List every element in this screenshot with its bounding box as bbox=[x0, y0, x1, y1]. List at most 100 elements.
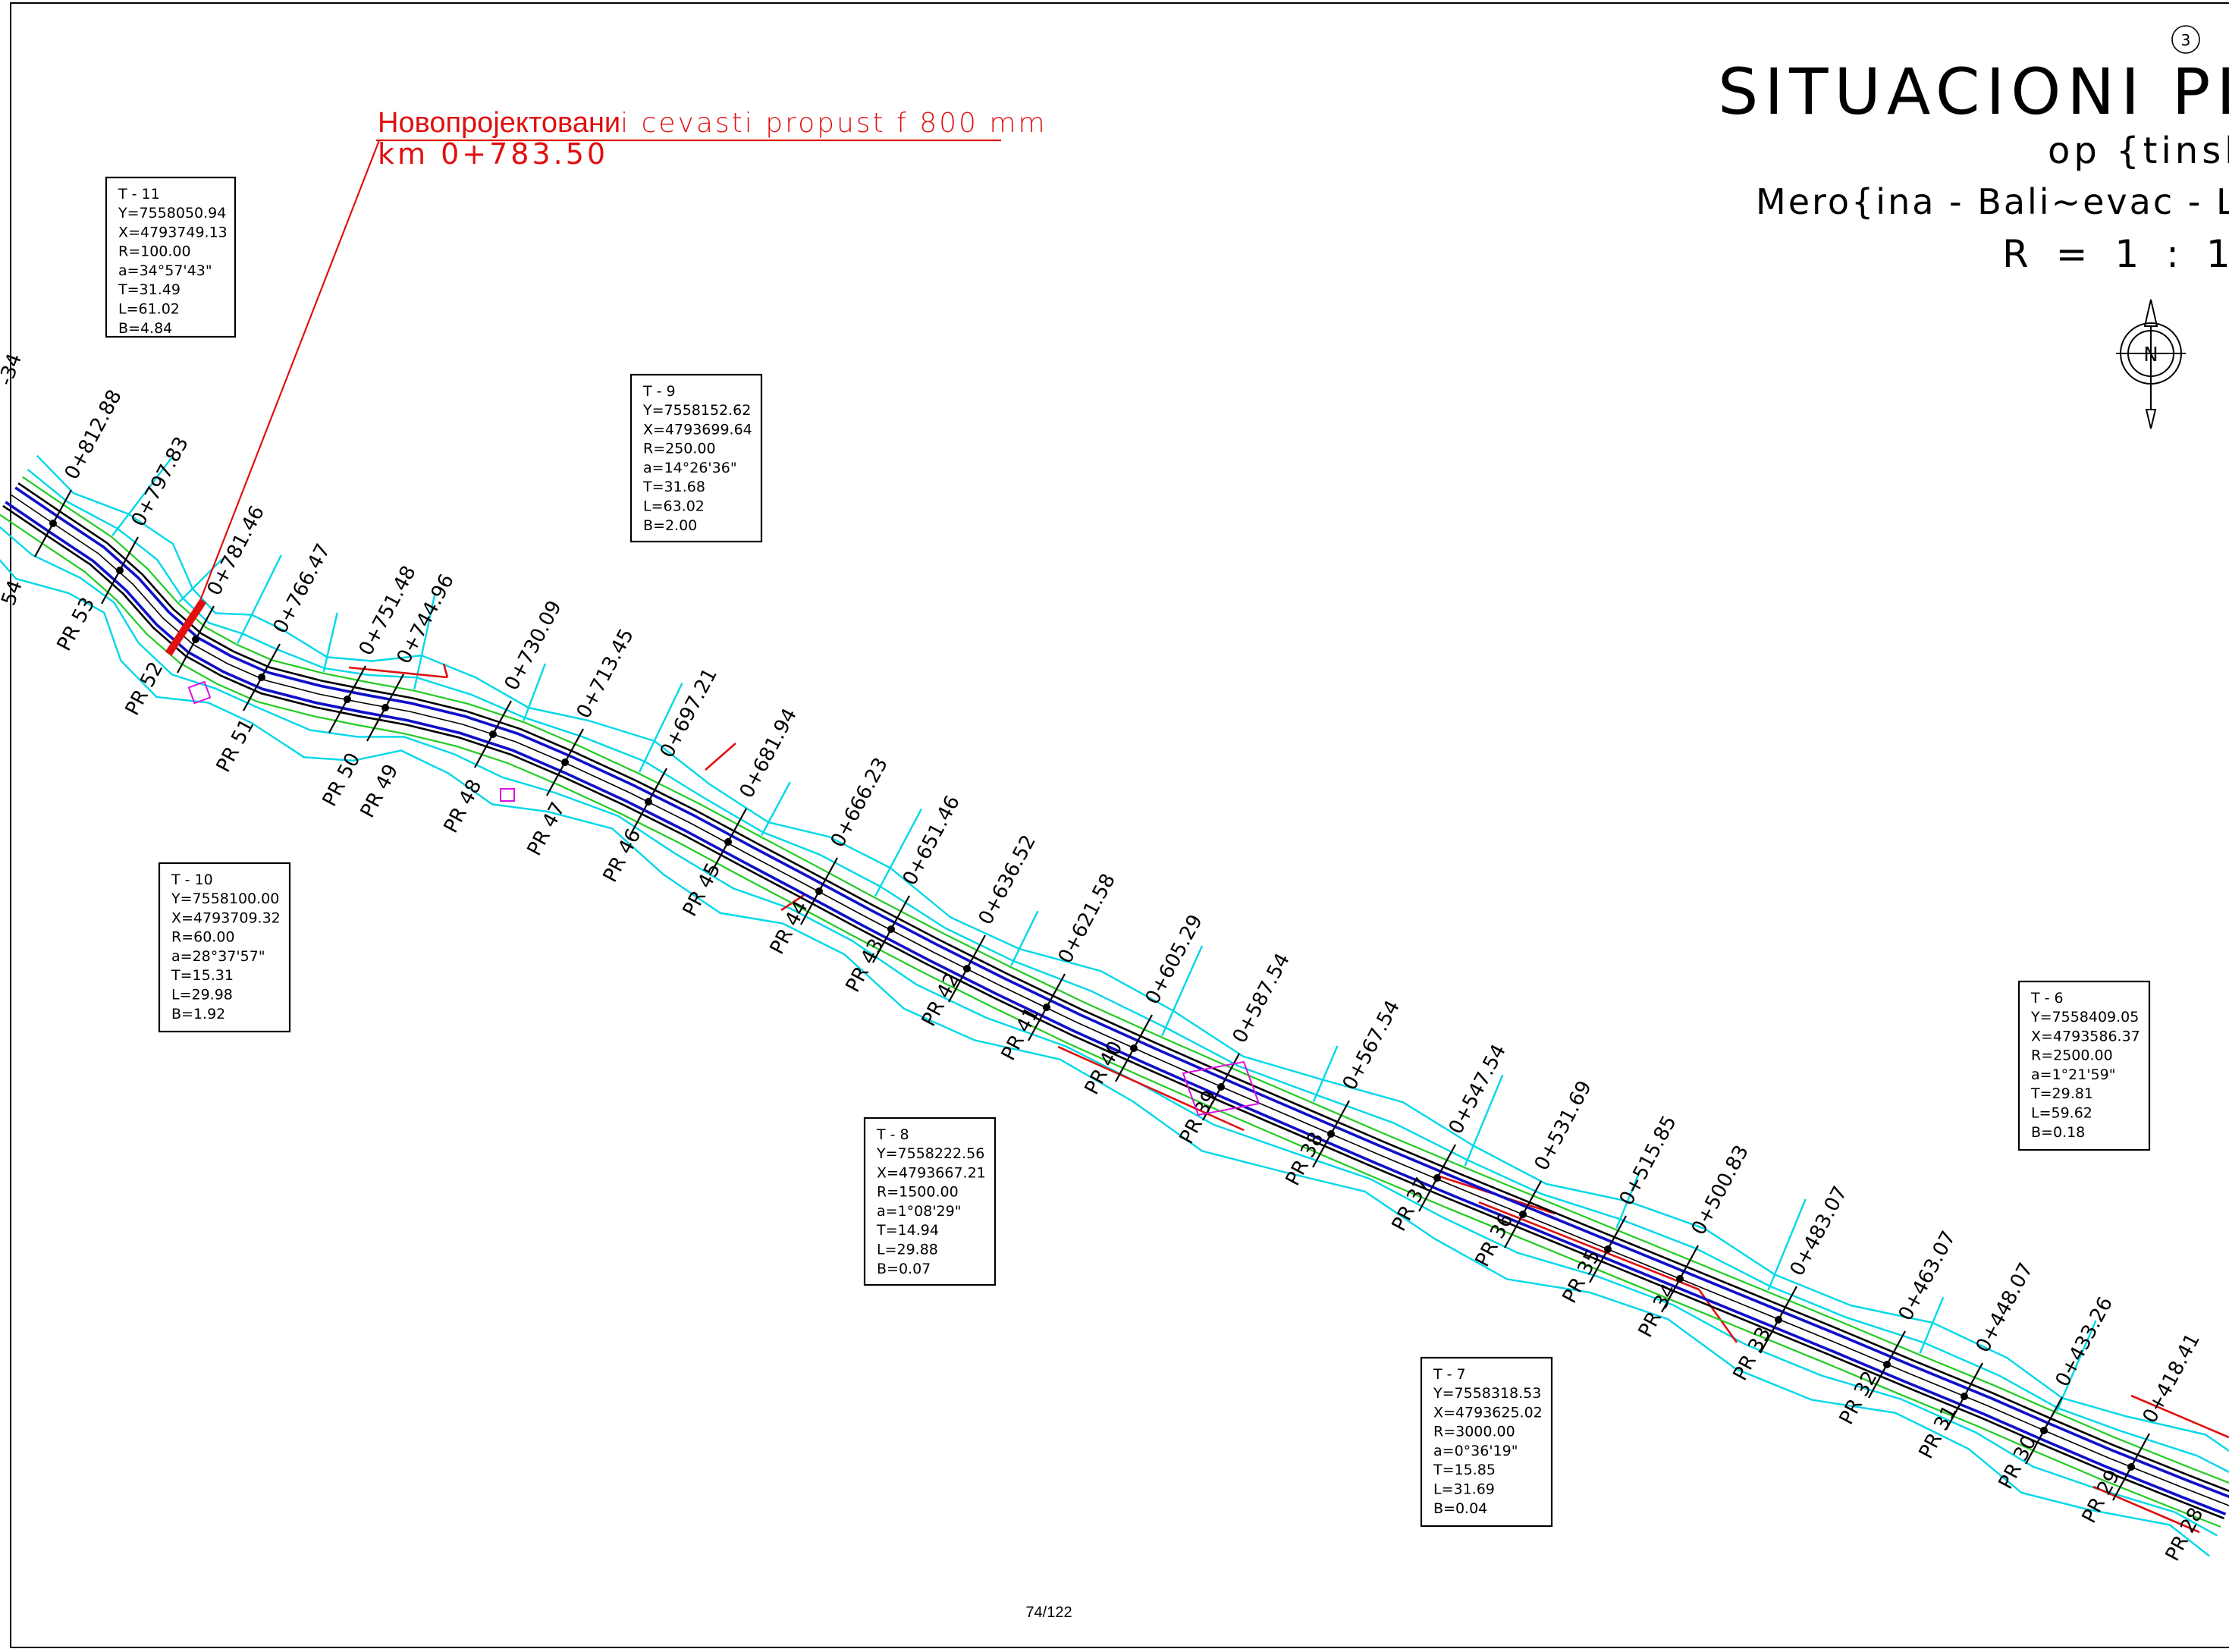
curve-table-row: X=4793667.21 bbox=[877, 1164, 986, 1181]
terrain-fan-line bbox=[178, 558, 223, 603]
station-point bbox=[724, 838, 732, 846]
station-label: 0+781.46 bbox=[203, 502, 269, 599]
sheet-number-circle bbox=[2171, 25, 2200, 54]
station-point bbox=[192, 636, 199, 643]
sheet-number: 3 bbox=[2181, 31, 2191, 49]
profile-label: PR 51 bbox=[212, 715, 259, 776]
profile-label: PR 49 bbox=[356, 761, 403, 821]
curve-table: T - 6Y=7558409.05X=4793586.37R=2500.00a=… bbox=[2017, 980, 2151, 1151]
plan-subtitle: op {tinsko bbox=[2048, 130, 2229, 172]
curve-table-row: Y=7558409.05 bbox=[2030, 1009, 2139, 1025]
terrain-fan-line bbox=[874, 809, 922, 897]
page-number: 74/122 bbox=[1025, 1604, 1072, 1621]
station-label: 0+636.52 bbox=[975, 831, 1041, 928]
station-point bbox=[561, 758, 569, 766]
station-point bbox=[2127, 1463, 2135, 1471]
curve-table-row: L=59.62 bbox=[2031, 1105, 2092, 1122]
profile-label: PR 47 bbox=[523, 799, 570, 859]
curve-table-row: R=2500.00 bbox=[2031, 1047, 2113, 1064]
profile-label: PR 28 bbox=[2162, 1504, 2209, 1565]
road-axis-line bbox=[14, 486, 2229, 1499]
curve-table-id: T - 9 bbox=[642, 383, 676, 400]
curve-table: T - 7Y=7558318.53X=4793625.02R=3000.00a=… bbox=[1420, 1356, 1553, 1528]
curve-table-row: B=4.84 bbox=[118, 320, 172, 337]
curve-table-row: a=14°26'36" bbox=[643, 460, 737, 476]
annotation-culvert-text: i cevasti propust f 800 mm bbox=[620, 108, 1047, 139]
curve-table-frame bbox=[1420, 1356, 1553, 1528]
station-point bbox=[258, 674, 265, 681]
station-label: 0+433.26 bbox=[2052, 1293, 2118, 1390]
road-alignment bbox=[0, 476, 2229, 1528]
edge-label-left: 54 bbox=[0, 577, 27, 608]
survey-points bbox=[49, 520, 2135, 1471]
curve-table-row: L=61.02 bbox=[118, 301, 180, 318]
station-label: 0+531.69 bbox=[1530, 1077, 1596, 1174]
terrain-fan-line bbox=[1919, 1296, 1945, 1354]
curve-table-row: T=31.68 bbox=[642, 479, 705, 495]
curve-table-row: X=4793625.02 bbox=[1433, 1404, 1543, 1421]
station-point bbox=[1217, 1083, 1225, 1091]
curve-table-row: L=31.69 bbox=[1433, 1481, 1495, 1498]
road-edge-line bbox=[2, 504, 2224, 1520]
curve-table: T - 11Y=7558050.94X=4793749.13R=100.00a=… bbox=[105, 176, 237, 338]
profile-label: PR 40 bbox=[1081, 1038, 1128, 1098]
curve-table-row: T=29.81 bbox=[2030, 1085, 2093, 1102]
station-point bbox=[1519, 1211, 1527, 1218]
plan-route: Mero{ina - Bali~evac - Lepaja bbox=[1756, 181, 2229, 222]
station-point bbox=[1676, 1275, 1684, 1283]
curve-table-row: R=1500.00 bbox=[877, 1184, 959, 1201]
curve-table-row: T=14.94 bbox=[876, 1222, 939, 1239]
curve-table-frame bbox=[105, 176, 237, 338]
terrain-fan-line bbox=[413, 592, 436, 689]
curve-table-row: X=4793586.37 bbox=[2031, 1028, 2140, 1044]
north-label: N bbox=[2143, 344, 2158, 366]
curve-table-row: B=2.00 bbox=[643, 517, 697, 534]
terrain-line bbox=[0, 526, 2218, 1537]
culvert-symbol bbox=[165, 598, 207, 656]
curve-table-row: T=31.49 bbox=[118, 281, 181, 298]
curve-table-id: T - 10 bbox=[171, 872, 213, 888]
sheet-frame bbox=[10, 2, 2229, 1648]
station-point bbox=[1775, 1316, 1782, 1324]
curve-table-row: a=0°36'19" bbox=[1433, 1443, 1518, 1459]
terrain-fan-line bbox=[523, 663, 547, 721]
curve-table-row: B=0.07 bbox=[877, 1261, 931, 1277]
station-point bbox=[1130, 1044, 1138, 1052]
fence-segment bbox=[1478, 1201, 1700, 1291]
station-point bbox=[116, 567, 124, 574]
terrain-line bbox=[27, 468, 2229, 1474]
terrain-fan-line bbox=[1464, 1074, 1504, 1167]
curve-table-row: T=15.85 bbox=[1433, 1462, 1496, 1478]
curve-table-row: Y=7558152.62 bbox=[642, 402, 751, 419]
curve-table-row: Y=7558318.53 bbox=[1433, 1385, 1541, 1402]
curve-table-id: T - 7 bbox=[1433, 1366, 1466, 1383]
profile-label: PR 48 bbox=[440, 776, 487, 837]
object-marker bbox=[500, 788, 515, 802]
station-label: 0+797.83 bbox=[127, 433, 193, 530]
curve-table-row: X=4793709.32 bbox=[171, 909, 281, 926]
terrain-fan-line bbox=[322, 612, 338, 673]
profile-label: PR 36 bbox=[1471, 1210, 1518, 1270]
magenta-objects bbox=[187, 680, 1260, 1117]
curve-table-row: T=15.31 bbox=[171, 967, 234, 984]
profile-label: PR 53 bbox=[53, 594, 100, 655]
road-centerline bbox=[10, 494, 2229, 1506]
curve-table-id: T - 11 bbox=[118, 186, 160, 203]
curve-table-frame bbox=[158, 862, 291, 1033]
curve-table-frame bbox=[863, 1117, 997, 1286]
station-label: 0+567.54 bbox=[1339, 997, 1405, 1094]
curve-tables: T - 11Y=7558050.94X=4793749.13R=100.00a=… bbox=[105, 176, 2151, 1528]
terrain-fan-line bbox=[638, 683, 683, 773]
plan-scale: R = 1 : 1.0 bbox=[2002, 232, 2229, 276]
terrain-line bbox=[0, 559, 2210, 1557]
station-label: 0+666.23 bbox=[827, 754, 893, 851]
curve-table-row: R=250.00 bbox=[643, 441, 716, 457]
curve-table-row: Y=7558222.56 bbox=[876, 1145, 984, 1162]
fence-segment bbox=[348, 666, 448, 679]
fence-segment bbox=[2130, 1394, 2229, 1439]
terrain-fan-line bbox=[1767, 1198, 1807, 1291]
station-point bbox=[1961, 1393, 1968, 1400]
terrain-fan-line bbox=[111, 456, 173, 536]
station-point bbox=[2040, 1427, 2048, 1434]
